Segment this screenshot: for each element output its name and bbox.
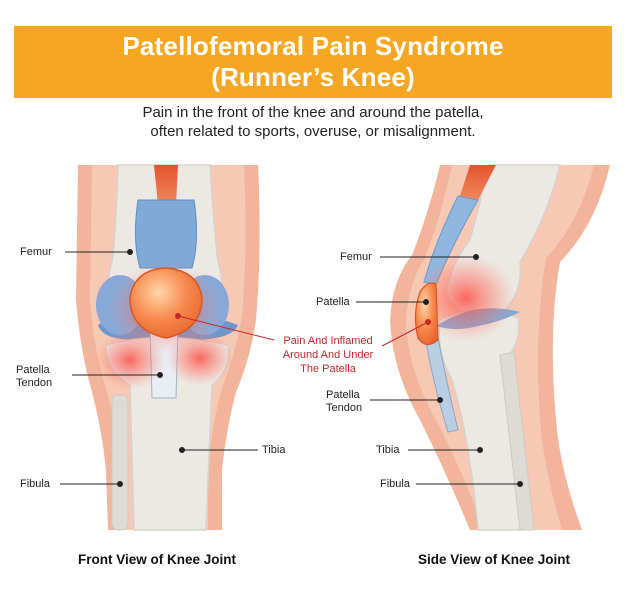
title-line-2: (Runner’s Knee) [211,62,415,92]
side-label-patella-tendon: Patella Tendon [326,389,362,415]
front-fibula-dot [117,481,123,487]
front-label-patella-tendon: Patella Tendon [16,364,52,390]
side-view-knee [390,164,610,531]
side-label-patella-tendon-line-1: Patella [326,389,360,401]
front-patella-bone [129,267,203,339]
title-line-1: Patellofemoral Pain Syndrome [122,31,504,61]
description-line-1: Pain in the front of the knee and around… [142,104,484,121]
description: Pain in the front of the knee and around… [0,103,626,141]
callout-line-front [177,315,275,341]
callout-dot-front [175,313,181,319]
front-label-femur: Femur [20,246,52,258]
front-quadriceps-muscle [154,165,178,205]
front-femur-dot [127,249,133,255]
side-inflammation-glow [416,254,516,342]
pain-callout-line-3: The Patella [300,363,356,375]
front-label-tibia: Tibia [262,444,286,456]
side-fibula-dot [517,481,523,487]
front-view-caption: Front View of Knee Joint [78,552,237,567]
front-label-patella-tendon-line-1: Patella [16,364,50,376]
front-tibia-dot [179,447,185,453]
side-view-caption: Side View of Knee Joint [418,552,571,567]
side-patella-tendon [423,327,459,433]
side-patella-bone [414,282,439,346]
side-fibula-bone [499,351,535,531]
side-label-fibula: Fibula [380,478,410,490]
side-label-patella-tendon-line-2: Tendon [326,402,363,414]
leader-lines [60,249,523,487]
front-view-knee [76,164,260,531]
side-label-patella: Patella [316,296,350,308]
side-label-tibia: Tibia [376,444,400,456]
callout-line-side [381,321,429,347]
description-line-2: often related to sports, overuse, or mis… [150,123,476,140]
front-fibula-bone [111,394,129,531]
front-quadriceps-tendon [134,199,198,269]
pain-callout: Pain And Inflamed Around And Under The P… [270,334,386,376]
side-tibia-dot [477,447,483,453]
side-patella-tendon-dot [437,397,443,403]
side-patella-dot [423,299,429,305]
front-label-patella-tendon-line-2: Tendon [16,377,53,389]
pain-callout-line-2: Around And Under [282,349,374,361]
side-label-femur: Femur [340,251,372,263]
front-label-fibula: Fibula [20,478,50,490]
callout-lines [175,313,431,347]
side-femur-dot [473,254,479,260]
callout-dot-side [425,319,431,325]
pain-callout-line-1: Pain And Inflamed [283,335,373,347]
title-banner: Patellofemoral Pain Syndrome (Runner’s K… [14,26,612,98]
side-quadriceps-muscle [460,165,496,200]
front-patella-tendon-dot [157,372,163,378]
